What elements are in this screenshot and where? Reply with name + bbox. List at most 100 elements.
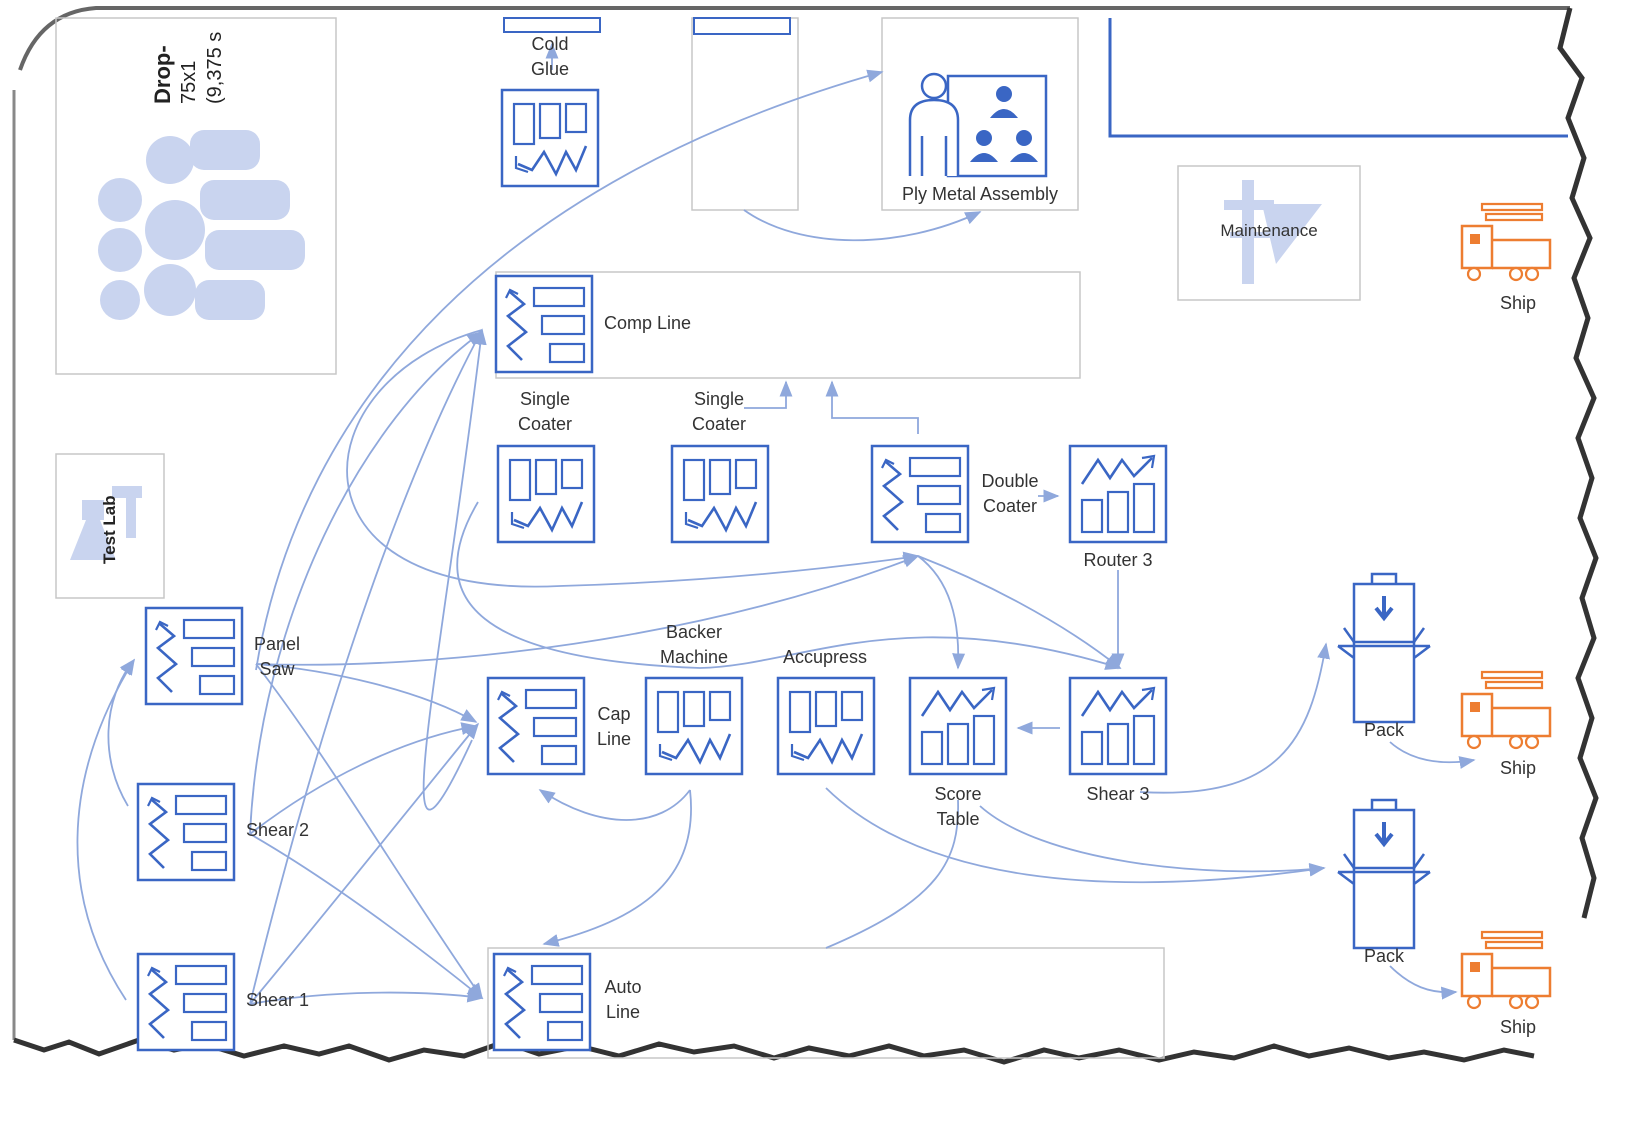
connector	[743, 209, 982, 242]
test-lab-label: Test Lab	[100, 495, 119, 564]
double-coater-line2: Coater	[982, 496, 1038, 516]
connector	[542, 789, 692, 947]
single-coater-2-line2: Coater	[691, 414, 747, 434]
drop-zone-title: Drop-	[150, 45, 175, 104]
people-group-icon	[98, 130, 305, 320]
connector	[825, 380, 919, 434]
maintenance-label: Maintenance	[1220, 221, 1318, 240]
score-table-line2: Table	[936, 809, 980, 829]
paper-edge-bottom	[13, 1037, 1535, 1065]
shear-2-icon[interactable]	[136, 782, 236, 882]
ship-3-truck-icon[interactable]	[1460, 930, 1552, 1010]
connector	[255, 663, 483, 1000]
ply-metal-assembly-frame	[881, 17, 1079, 211]
backer-machine-line2: Machine	[659, 647, 729, 667]
connector	[744, 380, 793, 409]
router-3-icon[interactable]	[1068, 444, 1168, 544]
ship-1-label: Ship	[1499, 293, 1537, 313]
cold-glue-side-stub-icon	[693, 17, 791, 35]
score-table-line1: Score	[934, 784, 982, 804]
connector	[825, 799, 959, 949]
drop-zone-frame	[55, 17, 337, 375]
comp-line-icon[interactable]	[494, 274, 594, 374]
cold-glue-frame	[691, 17, 799, 211]
connector	[76, 658, 135, 1001]
connector	[255, 663, 478, 723]
connector	[917, 555, 1122, 670]
connector	[538, 789, 691, 821]
single-coater-1-icon[interactable]	[496, 444, 596, 544]
cold-glue-line2: Glue	[530, 59, 570, 79]
shear-1-icon[interactable]	[136, 952, 236, 1052]
pack-2-icon[interactable]	[1336, 798, 1432, 950]
maintenance-tools-icon	[1224, 180, 1322, 284]
ship-3-label: Ship	[1499, 1017, 1537, 1037]
comp-line-label: Comp Line	[604, 313, 692, 333]
ship-2-truck-icon[interactable]	[1460, 670, 1552, 750]
cold-glue-icon[interactable]	[500, 88, 600, 188]
connector	[422, 328, 487, 811]
pack-1-icon[interactable]	[1336, 572, 1432, 724]
panel-saw-line2: Saw	[259, 659, 295, 679]
connector	[456, 501, 1122, 670]
cold-glue-line1: Cold	[531, 34, 569, 54]
connector	[249, 722, 478, 835]
connector	[1139, 642, 1330, 794]
panel-saw-icon[interactable]	[144, 606, 244, 706]
maintenance-frame	[1177, 165, 1361, 301]
connector	[249, 328, 483, 1005]
single-coater-1-line2: Coater	[517, 414, 573, 434]
lab-flask-icon	[70, 486, 142, 560]
double-coater-icon[interactable]	[870, 444, 970, 544]
auto-line-line1: Auto	[604, 977, 642, 997]
connector	[249, 989, 484, 1005]
score-table-icon[interactable]	[908, 676, 1008, 776]
accupress-icon[interactable]	[776, 676, 876, 776]
double-coater-line1: Double	[981, 471, 1039, 491]
panel-saw-line1: Panel	[253, 634, 301, 654]
cap-line-label: Cap Line	[590, 702, 638, 752]
cap-line-icon[interactable]	[486, 676, 586, 776]
backer-machine-line1: Backer	[665, 622, 723, 642]
double-coater-label: Double Coater	[972, 469, 1048, 519]
shear-1-label: Shear 1	[246, 990, 310, 1010]
presentation-icon	[908, 72, 1048, 178]
ply-metal-assembly-label: Ply Metal Assembly	[901, 184, 1059, 204]
single-coater-1-label: Single Coater	[500, 387, 590, 437]
single-coater-2-label: Single Coater	[674, 387, 764, 437]
auto-line-icon[interactable]	[492, 952, 592, 1052]
backer-machine-icon[interactable]	[644, 676, 744, 776]
auto-line-label: Auto Line	[596, 975, 650, 1025]
test-lab-frame	[55, 453, 165, 599]
score-table-label: Score Table	[918, 782, 998, 832]
shear-2-label: Shear 2	[246, 820, 310, 840]
pack-2-label: Pack	[1363, 946, 1405, 966]
connector	[1389, 965, 1458, 1000]
router-3-label: Router 3	[1083, 550, 1153, 570]
flow-connectors	[76, 42, 1476, 1005]
connector	[249, 722, 480, 1005]
shear-3-label: Shear 3	[1086, 784, 1150, 804]
paper-edge-top	[18, 6, 1570, 71]
connector	[249, 331, 484, 835]
single-coater-1-line1: Single	[519, 389, 571, 409]
connector	[249, 833, 484, 1000]
drop-zone-size: 75x1	[178, 60, 200, 104]
accupress-label: Accupress	[782, 647, 868, 667]
single-coater-2-icon[interactable]	[670, 444, 770, 544]
cap-line-line2: Line	[596, 729, 632, 749]
auto-line-line2: Line	[605, 1002, 641, 1022]
drop-zone-area: (9,375 s	[204, 31, 226, 104]
pack-1-label: Pack	[1363, 720, 1405, 740]
connector	[917, 555, 966, 670]
cold-glue-top-stub-icon	[503, 17, 601, 33]
connector	[1389, 741, 1476, 769]
ship-2-label: Ship	[1499, 758, 1537, 778]
panel-saw-label: Panel Saw	[248, 632, 306, 682]
shear-3-icon[interactable]	[1068, 676, 1168, 776]
connector	[979, 805, 1326, 876]
connector	[255, 69, 884, 671]
ship-1-truck-icon[interactable]	[1460, 202, 1552, 282]
paper-edge-right	[1557, 7, 1599, 919]
